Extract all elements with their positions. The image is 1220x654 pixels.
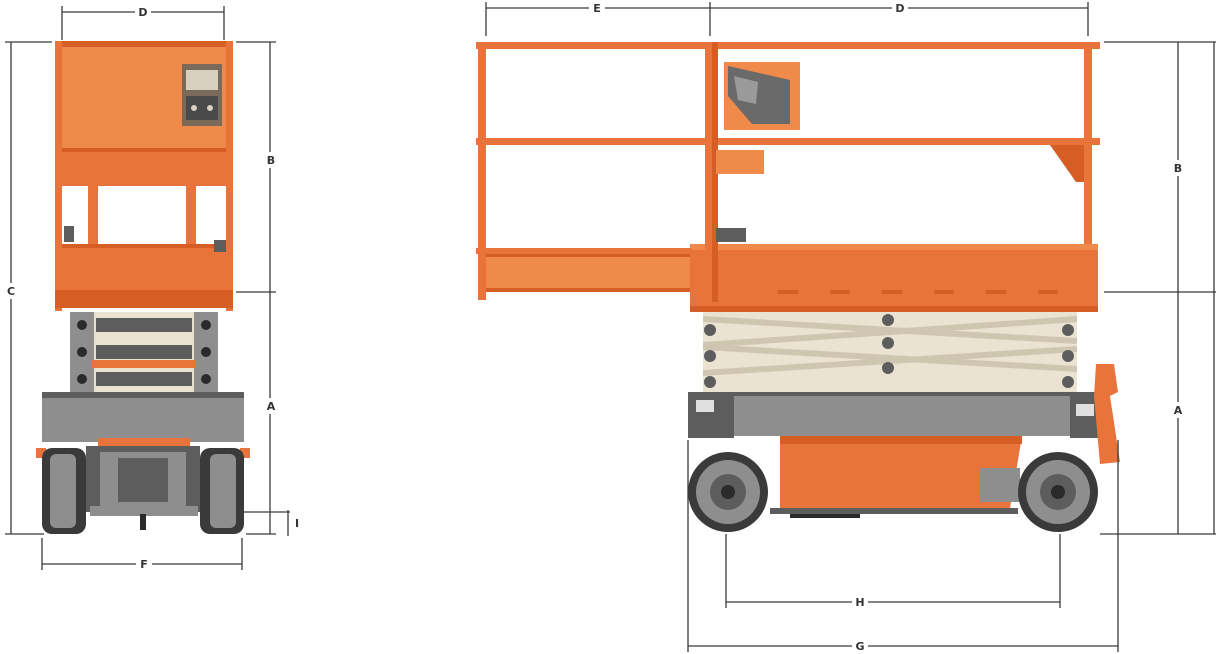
dimension-label-h: H [855, 596, 864, 609]
side-scissor-stack [703, 312, 1077, 394]
side-railings [476, 42, 1100, 302]
side-chassis [688, 364, 1120, 518]
front-view: D C B A I [4, 5, 299, 571]
front-scissor-stack [70, 312, 218, 416]
side-view: E D B A [476, 1, 1216, 653]
dimension-b-front: B [236, 41, 278, 293]
dimension-d-front: D [61, 5, 225, 40]
dimension-label-i: I [295, 517, 299, 530]
dimension-label-d-side: D [895, 2, 904, 15]
dimension-f: F [41, 538, 243, 571]
side-control-box [724, 62, 800, 130]
front-control-box [182, 64, 222, 126]
dimension-label-f: F [140, 558, 148, 571]
dimension-label-b-side: B [1174, 162, 1182, 175]
dimension-label-b-front: B [267, 154, 275, 167]
front-platform [55, 41, 233, 311]
dimension-b-side: B [1104, 41, 1216, 293]
dimension-g: G [687, 440, 1119, 653]
dimension-label-e: E [593, 2, 601, 15]
dimension-d-side: D [710, 1, 1089, 36]
dimension-i: I [244, 510, 299, 536]
dimension-a-side: A [1100, 292, 1216, 535]
side-wheels [688, 452, 1098, 532]
front-chassis [36, 392, 250, 530]
dimension-label-a-front: A [267, 400, 276, 413]
front-tires [42, 448, 244, 534]
dimension-c: C [4, 41, 52, 535]
dimension-label-d-front: D [138, 6, 147, 19]
side-platform [478, 244, 1098, 312]
dimension-e: E [485, 1, 711, 36]
dimension-label-a-side: A [1174, 404, 1183, 417]
dimension-h: H [725, 534, 1061, 609]
dimension-a-front: A [246, 292, 278, 535]
dimension-label-g: G [855, 640, 864, 653]
dimension-label-c: C [7, 285, 15, 298]
